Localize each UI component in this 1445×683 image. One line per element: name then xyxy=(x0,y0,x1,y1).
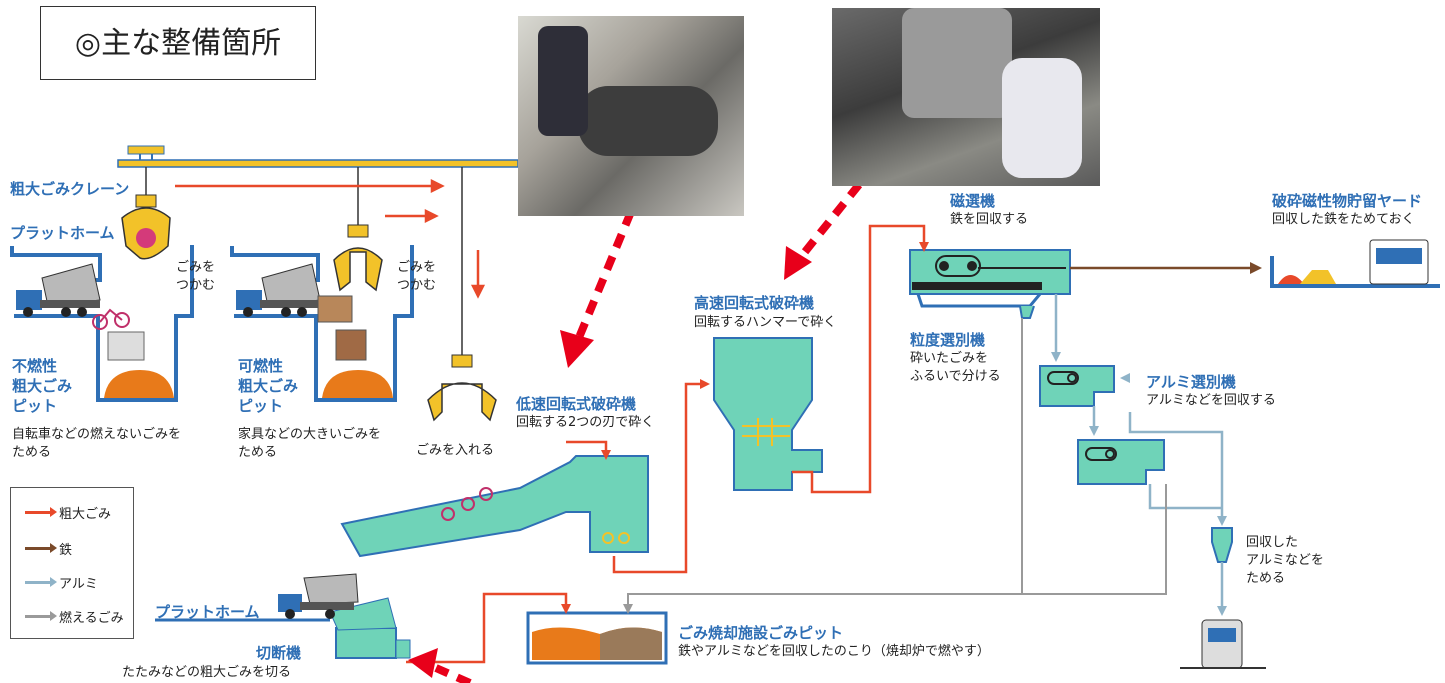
incombustible-pit-desc: 自転車などの燃えないごみを ためる xyxy=(12,427,182,460)
platform-label-bottom: プラットホーム xyxy=(155,603,260,621)
crane-rail xyxy=(117,145,519,168)
low-speed-crusher-photo xyxy=(518,16,744,216)
low-speed-crusher xyxy=(340,455,649,558)
bicycle-icon xyxy=(441,487,493,521)
platform-label: プラットホーム xyxy=(10,224,115,242)
magnetic-separator xyxy=(909,249,1071,319)
high-speed-crusher xyxy=(713,337,823,491)
iron-yard xyxy=(1270,239,1440,288)
furniture-icon xyxy=(335,329,367,361)
insert-label: ごみを入れる xyxy=(416,443,495,458)
legend-swatch xyxy=(25,576,57,587)
low-speed-crusher-title: 低速回転式破砕機 xyxy=(516,395,637,413)
bicycle-icon xyxy=(92,308,130,330)
grab-label: ごみを つかむ xyxy=(397,260,437,293)
legend-label: 粗大ごみ xyxy=(59,506,112,522)
magnetic-separator-title: 磁選機 xyxy=(950,192,996,210)
legend-label: 鉄 xyxy=(59,542,73,558)
aluminum-separator xyxy=(1077,439,1165,485)
incineration-pit xyxy=(526,611,668,665)
high-speed-crusher-title: 高速回転式破砕機 xyxy=(694,294,815,312)
high-speed-crusher-desc: 回転するハンマーで砕く xyxy=(694,315,837,330)
legend-item: アルミ xyxy=(25,572,98,592)
dump-truck-icon xyxy=(236,263,321,317)
incineration-pit-title: ごみ焼却施設ごみピット xyxy=(678,624,844,642)
grab-bucket-icon xyxy=(333,224,383,292)
legend-swatch xyxy=(25,542,57,553)
crane-label: 粗大ごみクレーン xyxy=(10,180,130,198)
combustible-pit-desc: 家具などの大きいごみを ためる xyxy=(238,427,382,460)
legend-swatch xyxy=(25,506,57,517)
incombustible-pit-title: 不燃性 粗大ごみ ピット xyxy=(12,357,73,415)
iron-yard-title: 破砕磁性物貯留ヤード xyxy=(1272,192,1423,210)
cutter-desc: たたみなどの粗大ごみを切る xyxy=(122,665,292,680)
magnetic-separator-desc: 鉄を回収する xyxy=(950,212,1029,227)
aluminum-storage-hopper xyxy=(1211,527,1233,616)
legend-item: 粗大ごみ xyxy=(25,502,111,522)
debris-icon xyxy=(107,331,145,361)
legend-label: 燃えるごみ xyxy=(59,610,124,626)
granular-sorter-desc: 砕いたごみを ふるいで分ける xyxy=(910,351,1001,384)
incineration-pit-desc: 鉄やアルミなどを回収したのこり（焼却炉で燃やす） xyxy=(678,644,990,659)
legend: 粗大ごみ 鉄 アルミ 燃えるごみ xyxy=(10,487,134,639)
legend-swatch xyxy=(25,610,57,621)
maintenance-arrow xyxy=(434,163,878,683)
legend-item: 燃えるごみ xyxy=(25,606,124,626)
cutter-title: 切断機 xyxy=(256,644,302,662)
granular-sorter-title: 粒度選別機 xyxy=(910,331,986,349)
high-speed-crusher-photo xyxy=(832,8,1100,186)
grab-bucket-icon xyxy=(121,194,171,260)
cutter-machine xyxy=(155,597,411,659)
iron-yard-desc: 回収した鉄をためておく xyxy=(1272,212,1415,227)
legend-label: アルミ xyxy=(59,576,98,592)
page-title: ◎主な整備箇所 xyxy=(40,6,316,80)
truck-front-icon xyxy=(1180,619,1266,669)
legend-item: 鉄 xyxy=(25,538,72,558)
grab-label: ごみを つかむ xyxy=(176,260,216,293)
dump-truck-icon xyxy=(278,573,359,619)
aluminum-storage-desc: 回収した アルミなどを ためる xyxy=(1246,535,1324,586)
aluminum-separator-desc: アルミなどを回収する xyxy=(1146,393,1276,408)
grab-bucket-icon xyxy=(427,354,497,422)
furniture-icon xyxy=(317,295,353,323)
aluminum-separator xyxy=(1039,365,1115,407)
dump-truck-icon xyxy=(16,263,101,317)
low-speed-crusher-desc: 回転する2つの刃で砕く xyxy=(516,415,655,430)
combustible-pit-title: 可燃性 粗大ごみ ピット xyxy=(238,357,299,415)
aluminum-separator-title: アルミ選別機 xyxy=(1146,373,1236,391)
